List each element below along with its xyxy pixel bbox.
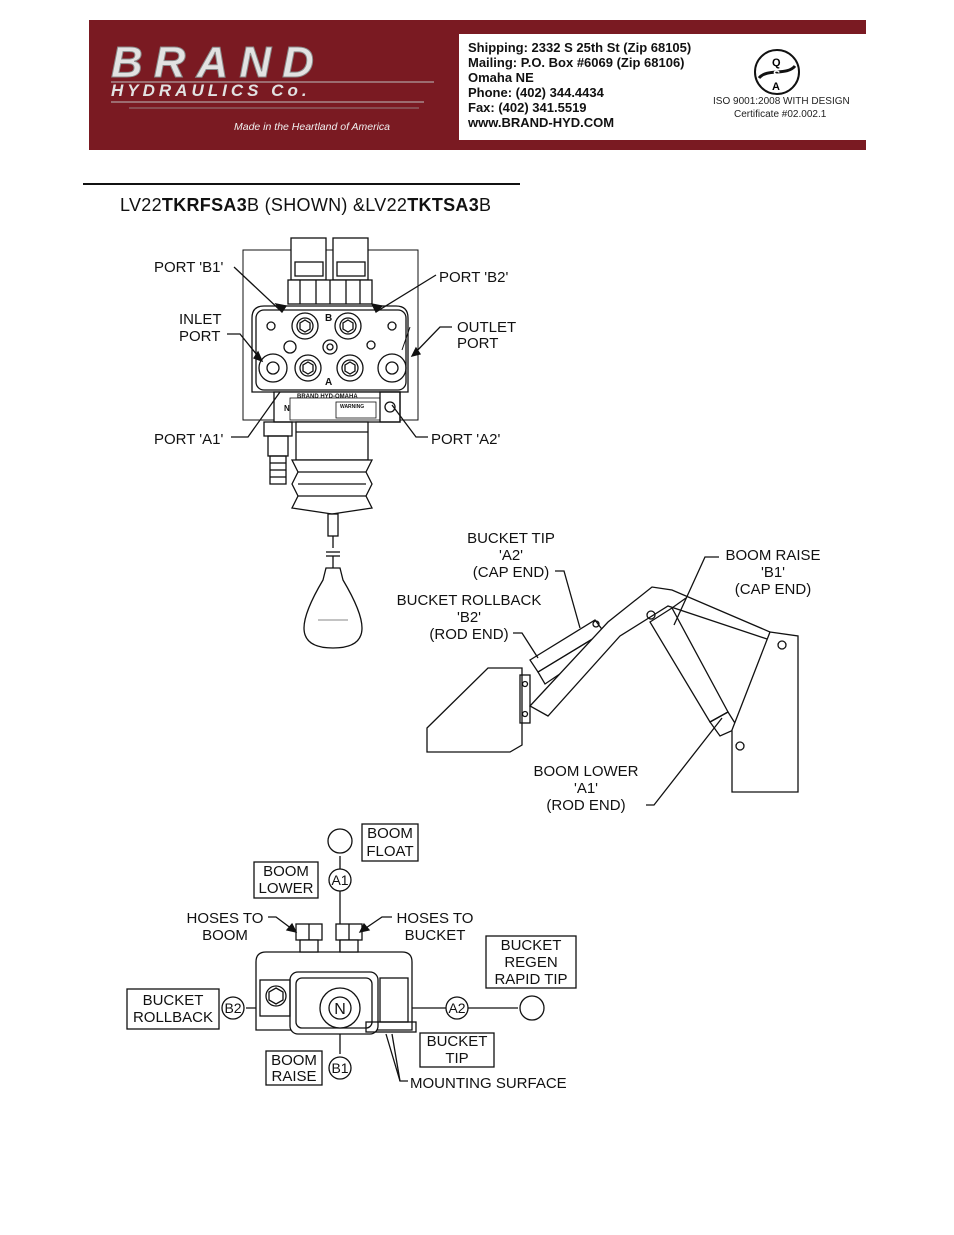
label-ctrl-bucket-rollback-2: ROLLBACK	[133, 1009, 213, 1026]
circle-label-a1: A1	[331, 872, 348, 888]
valve-nameplate: BRAND HYD-OMAHA	[297, 394, 358, 400]
valve-letter-a: A	[325, 377, 332, 388]
bucket-regen-box	[485, 935, 577, 989]
label-boom-raise-3: (CAP END)	[735, 581, 811, 598]
label-port-b2: PORT 'B2'	[439, 269, 509, 286]
valve-assembly-drawing	[227, 237, 452, 649]
label-port-b1: PORT 'B1'	[154, 259, 224, 276]
bucket-regen-position-icon	[519, 995, 545, 1021]
label-port-a2: PORT 'A2'	[431, 431, 501, 448]
label-boom-lower-2: 'A1'	[574, 780, 598, 797]
title-model-2-code: TKTSA3	[407, 195, 480, 215]
label-port-a1: PORT 'A1'	[154, 431, 224, 448]
label-inlet-1: INLET	[179, 311, 222, 328]
label-bucket-regen-2: REGEN	[504, 954, 557, 971]
circle-label-a2: A2	[448, 1000, 465, 1016]
label-mounting-surface: MOUNTING SURFACE	[410, 1075, 567, 1092]
label-ctrl-bucket-tip-2: TIP	[445, 1050, 468, 1067]
label-bucket-regen-1: BUCKET	[501, 937, 562, 954]
label-bucket-rollback-3: (ROD END)	[429, 626, 508, 643]
logo-sub-text: HYDRAULICS Co.	[111, 81, 311, 100]
logo-main-text: BRAND	[111, 38, 325, 87]
loader-arm-drawing	[426, 556, 799, 806]
iso-standard-text: ISO 9001:2008 WITH DESIGN	[713, 96, 850, 107]
boom-lower-box	[253, 861, 319, 899]
contact-website: www.BRAND-HYD.COM	[468, 115, 615, 130]
label-boom-lower-3: (ROD END)	[546, 797, 625, 814]
circle-label-b1: B1	[331, 1060, 348, 1076]
contact-mailing: Mailing: P.O. Box #6069 (Zip 68106)	[468, 55, 685, 70]
label-boom-float-2: FLOAT	[366, 843, 413, 860]
label-bucket-tip-1: BUCKET TIP	[467, 530, 555, 547]
label-hoses-boom-2: BOOM	[202, 927, 248, 944]
valve-letter-b: B	[325, 313, 332, 324]
title-shown-text: B (SHOWN) &LV22	[247, 195, 408, 215]
bucket-rollback-box	[126, 988, 220, 1030]
iso-letter-s: S	[773, 69, 780, 81]
circle-label-n: N	[334, 1001, 346, 1018]
label-boom-raise-2: 'B1'	[761, 564, 785, 581]
iso-letter-q: Q	[772, 57, 781, 69]
circle-label-b2: B2	[224, 1000, 241, 1016]
label-ctrl-bucket-rollback-1: BUCKET	[143, 992, 204, 1009]
label-boom-lower-1: BOOM LOWER	[533, 763, 638, 780]
control-pattern-drawing	[126, 823, 577, 1086]
contact-city: Omaha NE	[468, 70, 534, 85]
company-logo: BRAND HYDRAULICS Co. Made in the Heartla…	[89, 20, 459, 150]
logo-tagline: Made in the Heartland of America	[234, 121, 390, 133]
contact-fax: Fax: (402) 341.5519	[468, 100, 587, 115]
label-bucket-tip-2: 'A2'	[499, 547, 523, 564]
valve-warning-tag: WARNING	[340, 404, 364, 410]
label-ctrl-boom-raise-1: BOOM	[271, 1052, 317, 1069]
label-ctrl-boom-lower-1: BOOM	[263, 863, 309, 880]
label-ctrl-bucket-tip-1: BUCKET	[427, 1033, 488, 1050]
bucket-tip-box	[419, 1032, 495, 1068]
boom-float-position-icon	[327, 828, 353, 854]
label-bucket-regen-3: RAPID TIP	[494, 971, 567, 988]
letterhead-banner: BRAND HYDRAULICS Co. Made in the Heartla…	[89, 20, 866, 150]
contact-panel: Shipping: 2332 S 25th St (Zip 68105) Mai…	[459, 34, 866, 140]
label-ctrl-boom-raise-2: RAISE	[271, 1068, 316, 1085]
iso-certificate-text: Certificate #02.002.1	[734, 109, 827, 120]
label-bucket-rollback-2: 'B2'	[457, 609, 481, 626]
label-inlet-2: PORT	[179, 328, 220, 345]
label-bucket-rollback-1: BUCKET ROLLBACK	[397, 592, 542, 609]
label-outlet-1: OUTLET	[457, 319, 516, 336]
boom-float-box	[361, 823, 419, 862]
page-title: LV22TKRFSA3B (SHOWN) &LV22TKTSA3B	[120, 195, 491, 216]
iso-letter-a: A	[772, 81, 780, 93]
label-ctrl-boom-lower-2: LOWER	[258, 880, 313, 897]
label-hoses-bucket-2: BUCKET	[405, 927, 466, 944]
label-boom-float-1: BOOM	[367, 825, 413, 842]
contact-phone: Phone: (402) 344.4434	[468, 85, 604, 100]
label-outlet-2: PORT	[457, 335, 498, 352]
label-bucket-tip-3: (CAP END)	[473, 564, 549, 581]
iso-qsa-icon: Q S A	[754, 49, 800, 95]
title-model-prefix: LV22	[120, 195, 162, 215]
label-hoses-bucket-1: HOSES TO	[397, 910, 474, 927]
valve-letter-n: N	[284, 404, 290, 413]
label-hoses-boom-1: HOSES TO	[187, 910, 264, 927]
title-rule	[83, 183, 520, 185]
label-boom-raise-1: BOOM RAISE	[725, 547, 820, 564]
title-model-1-code: TKRFSA3	[161, 195, 248, 215]
boom-raise-box	[265, 1050, 323, 1086]
contact-shipping: Shipping: 2332 S 25th St (Zip 68105)	[468, 40, 692, 55]
title-model-2-suffix: B	[479, 195, 492, 215]
